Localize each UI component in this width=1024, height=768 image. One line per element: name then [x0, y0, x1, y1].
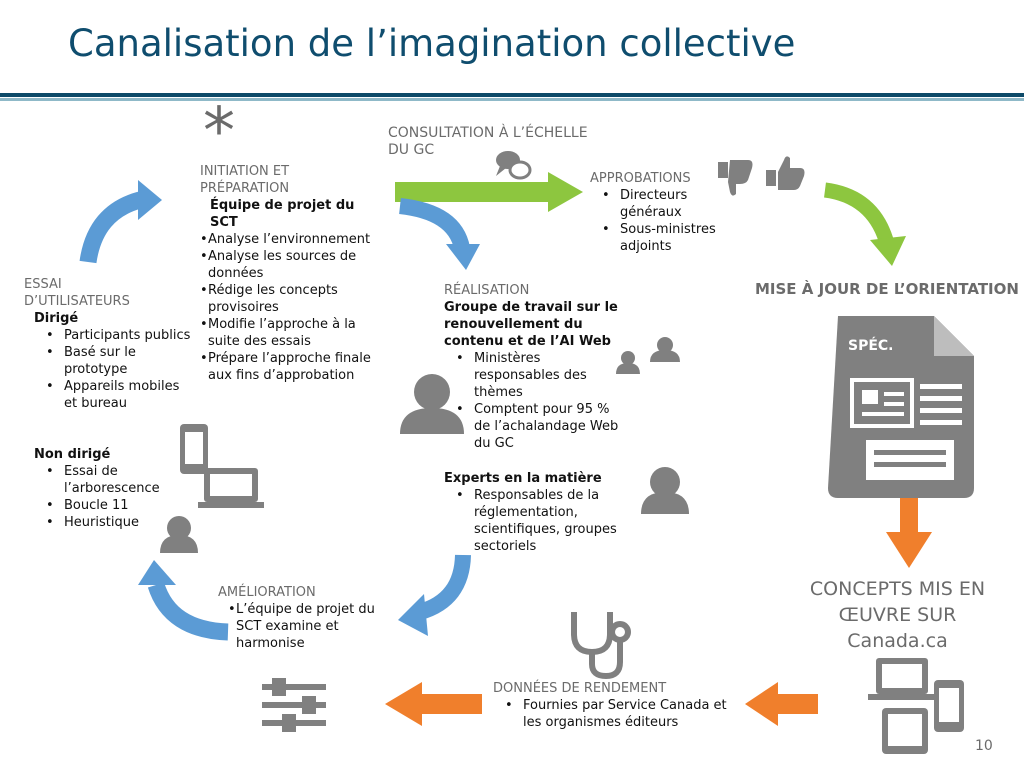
devices-icon — [868, 658, 964, 754]
blue-arrow-amelioration-to-essai — [138, 560, 229, 641]
mise-a-jour-header: MISE À JOUR DE L’ORIENTATION — [755, 280, 1019, 298]
person-icon-experts — [641, 467, 689, 514]
approbations-header: APPROBATIONS — [590, 171, 691, 186]
list-item: Rédige les concepts provisoires — [200, 282, 390, 316]
list-item: Analyse les sources de données — [200, 248, 390, 282]
asterisk-symbol: * — [203, 95, 235, 169]
list-item: Sous-ministres adjoints — [590, 221, 740, 255]
list-item: Ministères responsables des thèmes — [444, 350, 624, 401]
blue-arrow-to-realisation — [398, 198, 480, 270]
orange-arrow-left-2 — [385, 682, 482, 726]
amelioration-list: L’équipe de projet du SCT examine et har… — [228, 601, 396, 652]
green-arrow-to-mise-a-jour — [823, 182, 906, 266]
realisation-group-list: Ministères responsables des thèmes Compt… — [444, 350, 624, 452]
document-spec-icon — [828, 316, 974, 498]
essai-non-dirige: Non dirigé — [34, 447, 111, 462]
list-item: Essai de l’arborescence — [34, 463, 184, 497]
page-number: 10 — [975, 738, 993, 754]
list-item: Heuristique — [34, 514, 184, 531]
thumbs-up-icon — [766, 156, 805, 190]
realisation-experts: Experts en la matière — [444, 471, 602, 486]
consultation-header: CONSULTATION À L’ÉCHELLE DU GC — [388, 125, 588, 158]
list-item: Participants publics — [34, 327, 194, 344]
realisation-header: RÉALISATION — [444, 283, 530, 298]
title-rule — [0, 93, 1024, 97]
list-item: Directeurs généraux — [590, 187, 740, 221]
chat-bubbles-icon — [496, 151, 532, 180]
donnees-list: Fournies par Service Canada et les organ… — [493, 697, 748, 731]
initiation-team: Équipe de projet du SCT — [210, 198, 355, 230]
list-item: Appareils mobiles et bureau — [34, 378, 194, 412]
list-item: Analyse l’environnement — [200, 231, 390, 248]
realisation-group: Groupe de travail sur le renouvellement … — [444, 300, 618, 349]
blue-arrow-realisation-to-amelioration — [398, 554, 471, 636]
realisation-experts-list: Responsables de la réglementation, scien… — [444, 487, 619, 555]
phone-laptop-icon — [180, 424, 264, 508]
stethoscope-icon — [571, 612, 631, 680]
list-item: Boucle 11 — [34, 497, 184, 514]
essai-dirige: Dirigé — [34, 311, 79, 326]
green-arrow-consultation — [395, 172, 583, 212]
page-title: Canalisation de l’imagination collective — [68, 22, 796, 65]
concepts-text: CONCEPTS MIS EN ŒUVRE SUR Canada.ca — [809, 578, 986, 652]
sliders-icon — [262, 678, 326, 732]
blue-arrow-essai-to-initiation — [79, 180, 162, 264]
list-item: Fournies par Service Canada et les organ… — [493, 697, 748, 731]
title-rule-light — [0, 98, 1024, 101]
approbations-list: Directeurs généraux Sous-ministres adjoi… — [590, 187, 740, 255]
essai-non-dirige-list: Essai de l’arborescence Boucle 11 Heuris… — [34, 463, 184, 531]
amelioration-header: AMÉLIORATION — [218, 585, 316, 600]
list-item: Prépare l’approche finale aux fins d’app… — [200, 350, 390, 384]
person-icon-small-2 — [650, 337, 680, 362]
list-item: L’équipe de projet du SCT examine et har… — [228, 601, 396, 652]
spec-label: SPÉC. — [848, 338, 894, 354]
initiation-header: INITIATION ET PRÉPARATION — [200, 164, 290, 196]
essai-dirige-list: Participants publics Basé sur le prototy… — [34, 327, 194, 412]
list-item: Modifie l’approche à la suite des essais — [200, 316, 390, 350]
list-item: Comptent pour 95 % de l’achalandage Web … — [444, 401, 624, 452]
donnees-header: DONNÉES DE RENDEMENT — [493, 681, 667, 696]
orange-arrow-left-1 — [745, 682, 818, 726]
list-item: Responsables de la réglementation, scien… — [444, 487, 619, 555]
list-item: Basé sur le prototype — [34, 344, 194, 378]
initiation-list: Analyse l’environnement Analyse les sour… — [200, 231, 390, 384]
essai-header: ESSAI D’UTILISATEURS — [24, 277, 130, 309]
orange-arrow-down — [886, 494, 932, 568]
